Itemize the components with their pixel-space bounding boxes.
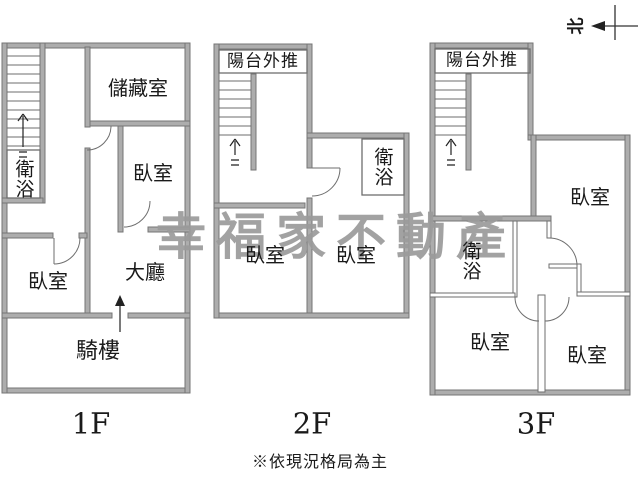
bathroom-2f-outline [361, 138, 405, 196]
door-arc-bedroom-left-1f [53, 237, 81, 265]
entry-arrow-1f [115, 295, 125, 332]
room-label-hall-1f: 大廳 [125, 260, 165, 284]
compass-north-label: 北 [566, 17, 587, 35]
room-label-bedroom-mid-1f: 臥室 [133, 161, 173, 185]
room-label-bedroom-right-2f: 臥室 [336, 243, 376, 267]
bedroom-divider-3f [537, 294, 546, 393]
stairs-up-arrow-1f [17, 113, 29, 158]
footnote: ※依現況格局為主 [251, 452, 389, 471]
compass [591, 5, 638, 40]
room-label-bath-2f: 衛浴 [371, 147, 394, 187]
door-arc-bedroom-br-3f [544, 296, 570, 322]
room-label-storage-1f: 儲藏室 [108, 76, 168, 100]
room-label-arcade-1f: 騎樓 [75, 339, 121, 364]
door-arc-hall-1f [86, 125, 112, 151]
door-arc-hall-2f [311, 167, 341, 197]
balcony-2f-outline [218, 49, 308, 74]
stairs-up-arrow-3f [445, 138, 457, 166]
compass-cross-line [594, 5, 638, 40]
doors-3f [514, 237, 578, 322]
door-arc-bedroom-mid-1f [123, 200, 151, 228]
stairs-3f [435, 80, 466, 166]
doors-1f [53, 125, 151, 265]
floor-2f-walls [213, 43, 410, 319]
room-label-balcony-3f: 陽台外推 [446, 50, 518, 71]
stairs-up-arrow-2f [229, 138, 241, 166]
room-label-bedroom-br-3f: 臥室 [567, 343, 607, 367]
balcony-3f-outline [434, 48, 531, 74]
room-label-bedroom-top-3f: 臥室 [570, 185, 610, 209]
door-arc-bedroom-bl-3f [514, 296, 540, 322]
room-label-bath-1f: 衛浴 [12, 159, 35, 199]
room-label-balcony-2f: 陽台外推 [227, 51, 299, 72]
door-arc-bedroom-top-3f [548, 237, 578, 267]
stairs-1f [7, 55, 40, 158]
room-label-bedroom-left-1f: 臥室 [28, 269, 68, 293]
floor-name-1f: 1F [71, 406, 111, 441]
room-label-bedroom-bl-3f: 臥室 [470, 330, 510, 354]
doors-2f [311, 167, 341, 197]
floor-name-3f: 3F [516, 406, 556, 441]
floor-name-2f: 2F [292, 406, 332, 441]
room-label-bath-3f: 衛浴 [459, 241, 482, 281]
watermark-text: 幸福家不動產 [156, 208, 516, 266]
room-label-bedroom-left-2f: 臥室 [245, 243, 285, 267]
bathroom-1f-outline [6, 149, 41, 199]
floor-1f-walls [1, 42, 191, 394]
floor-3f-walls [429, 42, 631, 396]
stairs-2f [219, 80, 251, 166]
compass-north-arrowhead [591, 21, 605, 31]
